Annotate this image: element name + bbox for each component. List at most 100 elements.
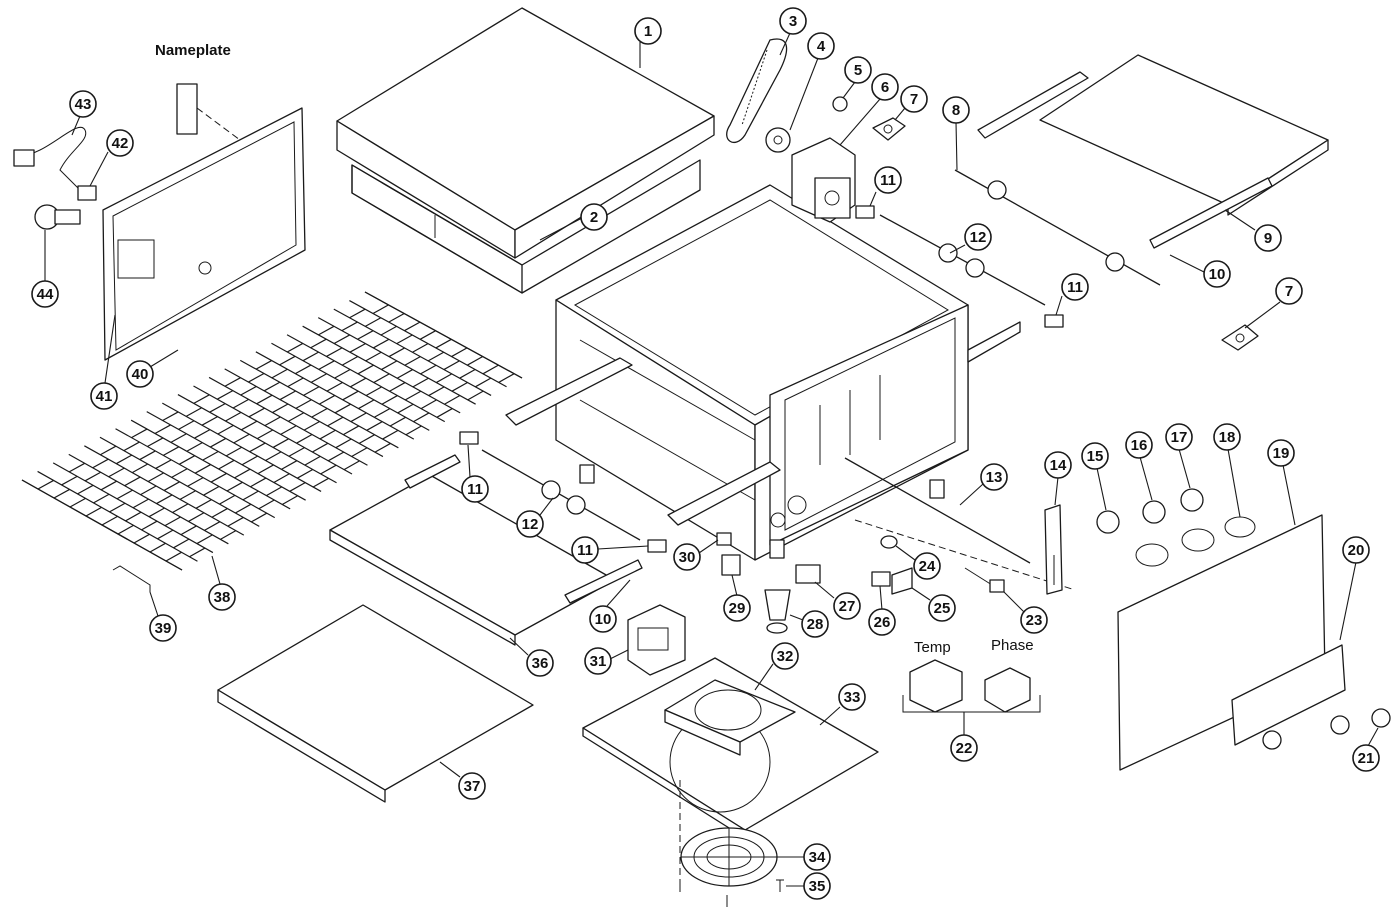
part-bearing-flange-lower [1221,324,1259,351]
svg-text:7: 7 [1285,283,1293,300]
part-heater-rod [844,457,1076,591]
part-conveyor-belt [21,291,523,571]
svg-text:29: 29 [729,600,746,617]
part-crumb-tray [217,604,534,803]
svg-text:19: 19 [1273,445,1290,462]
svg-text:24: 24 [919,558,936,575]
part-front-panel [102,107,306,361]
callout-20: 20 [1339,536,1370,641]
svg-text:37: 37 [464,778,481,795]
svg-text:5: 5 [854,62,862,79]
callout-8: 8 [942,96,970,171]
svg-text:17: 17 [1171,429,1188,446]
part-cover-panel [351,159,701,294]
callout-35: 35 [786,872,831,900]
part-nameplate [176,83,241,141]
callout-16: 16 [1125,431,1153,501]
svg-text:25: 25 [934,600,951,617]
svg-text:9: 9 [1264,230,1272,247]
part-left-tray [329,454,643,646]
callout-36: 36 [509,637,554,677]
callout-12a: 12 [949,223,992,254]
callout-39: 39 [149,591,177,642]
part-temp-controller [909,659,963,713]
part-potentiometer-2 [1135,500,1169,567]
part-cooling-fan [664,679,796,756]
callout-12b: 12 [516,497,554,538]
part-thermocouple-bracket [871,567,913,595]
callout-15: 15 [1081,442,1109,511]
part-potentiometer-3 [1180,488,1215,552]
part-drive-chain [726,38,788,144]
callout-11a: 11 [869,166,902,207]
callout-25: 25 [911,587,956,622]
svg-text:13: 13 [986,469,1003,486]
callout-7: 7 [894,85,928,121]
callout-7b: 7 [1244,277,1303,329]
svg-text:11: 11 [1067,279,1083,296]
svg-text:18: 18 [1219,429,1236,446]
callout-layer: 1 2 3 4 5 6 7 7 8 9 10 10 11 11 11 11 12… [31,7,1380,900]
svg-text:21: 21 [1358,750,1375,767]
part-bushing [716,532,732,546]
callout-32: 32 [754,642,799,691]
part-right-tray [977,54,1329,249]
part-front-overlay [1231,644,1350,750]
callout-40: 40 [126,349,179,388]
part-control-panel [1117,514,1326,771]
callout-6: 6 [839,73,899,146]
svg-text:36: 36 [532,655,549,672]
part-sensor-probe [964,567,1005,593]
part-drive-shaft-lower [459,431,667,553]
svg-text:23: 23 [1026,612,1043,629]
svg-text:38: 38 [214,589,231,606]
part-bearing-flange [872,117,906,141]
part-rear-shaft [954,169,1161,286]
part-toggle-switch [795,564,821,584]
part-strain-relief [77,185,97,201]
callout-22: 22 [950,712,978,762]
callout-42: 42 [89,129,134,187]
phase-label: Phase [991,637,1034,654]
part-belt-clip [112,565,151,592]
callout-13: 13 [959,463,1008,506]
part-top-cover [336,7,715,259]
svg-text:7: 7 [910,91,918,108]
callout-24: 24 [895,545,941,580]
svg-text:2: 2 [590,209,598,226]
svg-text:14: 14 [1050,457,1067,474]
part-drive-shaft-upper [855,205,1064,328]
svg-text:26: 26 [874,614,891,631]
svg-text:35: 35 [809,878,826,895]
part-screw [679,879,784,907]
part-potentiometer-1 [1096,510,1120,534]
part-gear-motor [791,137,856,223]
callout-10b: 10 [589,579,631,633]
svg-text:40: 40 [132,366,149,383]
callout-44: 44 [31,230,59,308]
callout-31: 31 [584,647,629,675]
part-small-sprocket [832,96,848,112]
svg-text:4: 4 [817,38,826,55]
callout-28: 28 [789,610,829,638]
svg-text:41: 41 [96,388,113,405]
svg-text:11: 11 [577,542,593,559]
svg-text:10: 10 [595,611,612,628]
svg-text:6: 6 [881,79,889,96]
part-power-cord [13,127,87,191]
svg-text:12: 12 [522,516,539,533]
part-timer-switch [34,204,81,230]
svg-text:33: 33 [844,689,861,706]
callout-18: 18 [1213,423,1241,518]
svg-text:30: 30 [679,549,696,566]
callout-23: 23 [1003,591,1048,634]
callout-37: 37 [439,761,486,800]
callout-33: 33 [819,683,866,726]
part-latch [721,554,741,576]
callout-38: 38 [208,555,236,611]
svg-text:22: 22 [956,740,973,757]
callout-26: 26 [868,585,896,636]
svg-text:43: 43 [75,96,92,113]
